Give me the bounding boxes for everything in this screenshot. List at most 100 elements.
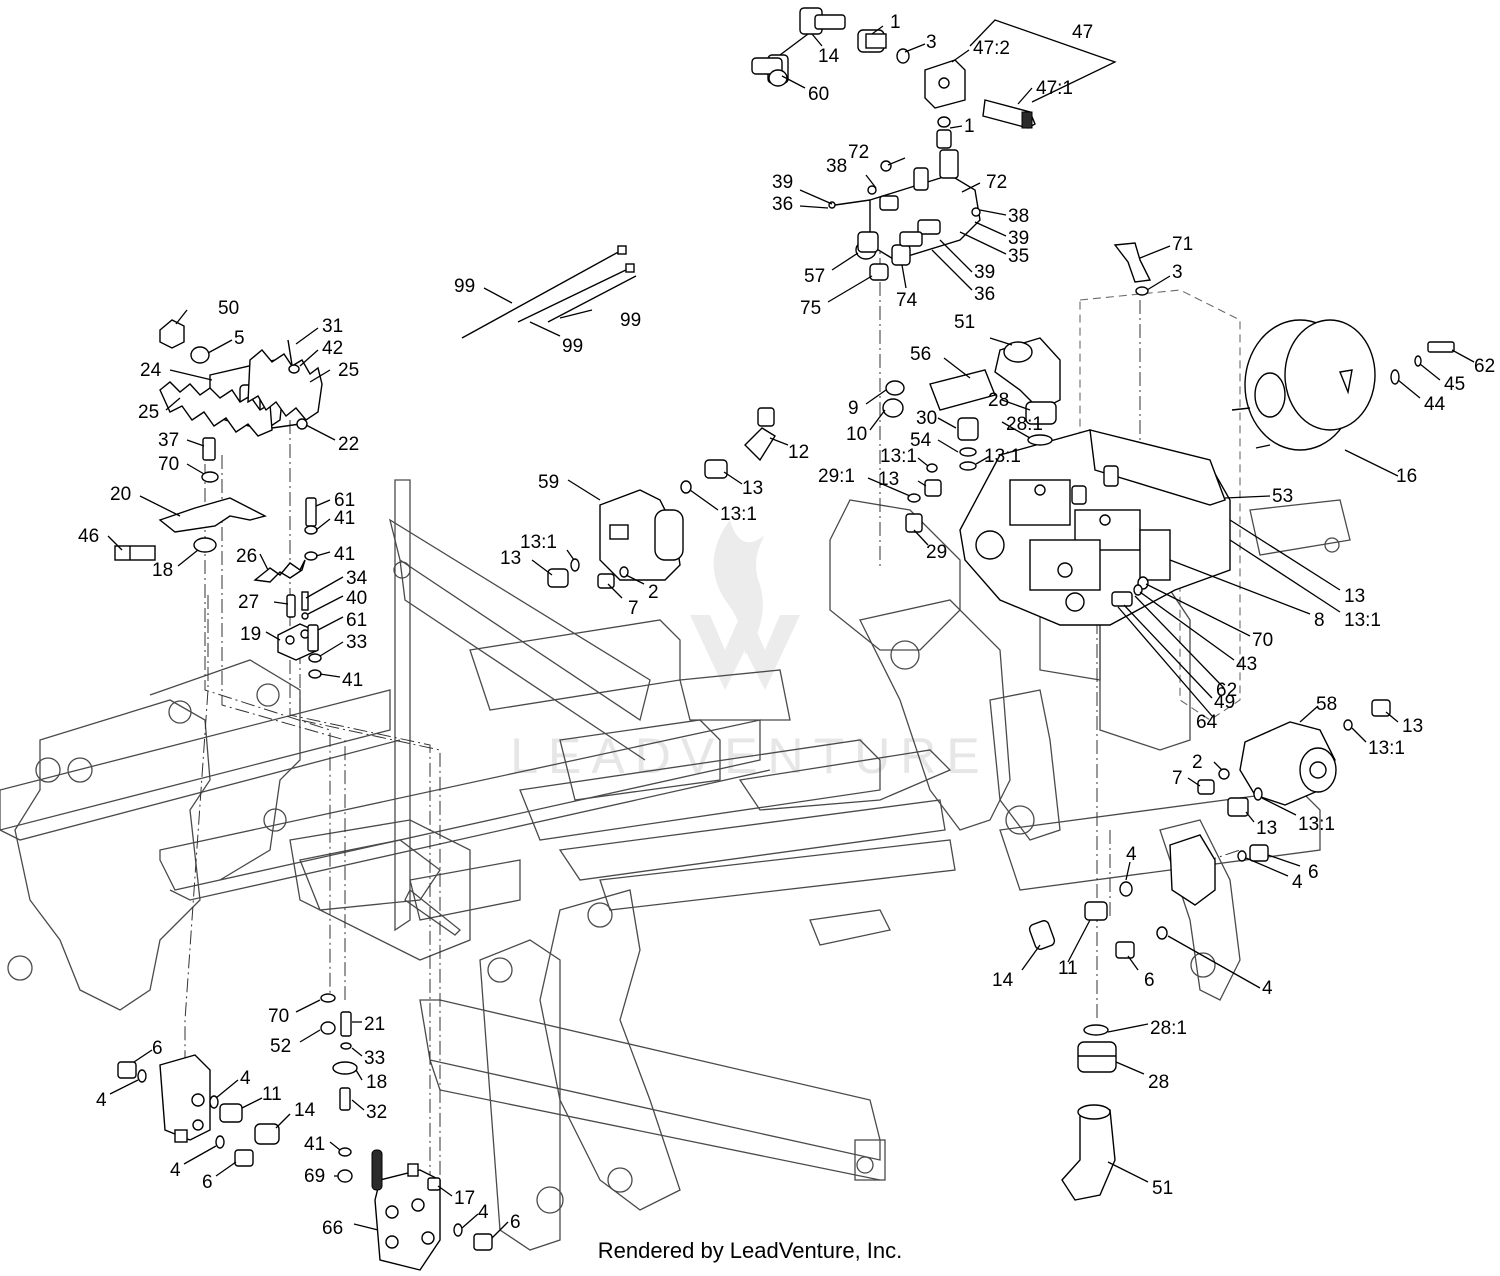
pin-31 [287, 339, 293, 366]
fitting-7-pump58 [1197, 779, 1215, 795]
callout-4: 4 [478, 1202, 489, 1223]
o-ring-2-pump59 [619, 566, 629, 578]
callout-36: 36 [974, 284, 995, 305]
fitting-13-pump58-top [1371, 699, 1391, 717]
callout-35: 35 [1008, 246, 1029, 267]
callout-28-1: 28:1 [1006, 414, 1043, 435]
callout-29-1: 29:1 [818, 466, 855, 487]
fitting-6-right-top [1249, 844, 1269, 862]
callout-33: 33 [346, 632, 367, 653]
o-ring-4-right-top [1237, 850, 1247, 862]
callout-72: 72 [986, 172, 1007, 193]
callout-6: 6 [1144, 970, 1155, 991]
o-ring-13-1-pump-left [926, 463, 938, 473]
washer-45 [1414, 355, 1422, 367]
washer-41-a [304, 525, 318, 535]
gear-pump-59 [599, 489, 684, 581]
callout-18: 18 [152, 560, 173, 581]
o-ring-4-bottom [453, 1223, 463, 1237]
parts [114, 7, 1455, 1271]
callout-41: 41 [334, 544, 355, 565]
callout-38: 38 [1008, 206, 1029, 227]
callout-17: 17 [454, 1188, 475, 1209]
fitting-6-right-lower [1115, 941, 1135, 959]
fitting-75 [869, 263, 889, 281]
callout-31: 31 [322, 316, 343, 337]
cartridge-47-1 [982, 99, 1036, 129]
callout-13-1: 13:1 [984, 446, 1021, 467]
drive-flange-16 [1231, 319, 1376, 451]
callout-74: 74 [896, 290, 918, 311]
nut-69 [337, 1169, 353, 1183]
callout-19: 19 [240, 624, 261, 645]
elbow-51-bottom [1061, 1104, 1116, 1201]
bolt-37 [202, 437, 216, 461]
callout-60: 60 [808, 84, 829, 105]
callout-56: 56 [910, 344, 931, 365]
fitting-13-pump58-side [1227, 797, 1249, 817]
callout-47-2: 47:2 [973, 38, 1010, 59]
fitting-13-pump-left [924, 479, 942, 497]
cable-ties-99 [461, 245, 637, 339]
washer-70-lower [320, 993, 336, 1003]
callout-51: 51 [954, 312, 975, 333]
callout-41: 41 [334, 508, 355, 529]
washer-18-lower [332, 1061, 358, 1075]
fitting-1-top [857, 29, 887, 53]
callout-49: 49 [1214, 692, 1235, 713]
callout-39: 39 [1008, 228, 1029, 249]
callout-4: 4 [1292, 872, 1303, 893]
o-ring-4-right-mid [1119, 881, 1133, 897]
callout-40: 40 [346, 588, 367, 609]
washer-33-top [308, 653, 322, 663]
callout-1: 1 [890, 12, 901, 33]
callout-47-1: 47:1 [1036, 78, 1073, 99]
callout-13: 13 [1402, 716, 1423, 737]
callout-70: 70 [1252, 630, 1273, 651]
callout-44: 44 [1424, 394, 1446, 415]
callout-71: 71 [1172, 234, 1193, 255]
pad-46 [114, 545, 156, 561]
callout-26: 26 [236, 546, 257, 567]
callout-38: 38 [826, 156, 847, 177]
washer-41-b [304, 551, 318, 561]
valve-block-47-2 [924, 59, 966, 109]
bolt-64-49 [1111, 591, 1133, 607]
callout-13-1: 13:1 [1344, 610, 1381, 631]
washer-42 [288, 364, 300, 374]
o-ring-54 [959, 447, 977, 457]
fitting-28-top [1025, 401, 1057, 425]
callout-57: 57 [804, 266, 825, 287]
callout-41: 41 [342, 670, 363, 691]
o-ring-2-pump58 [1218, 768, 1230, 780]
clamp-10 [882, 398, 904, 418]
fitting-6-left-top [117, 1061, 137, 1079]
callout-4: 4 [1126, 844, 1137, 865]
washer-33-lower [340, 1042, 352, 1050]
watermark: LEADVENTURE [510, 520, 980, 784]
callout-70: 70 [158, 454, 179, 475]
callout-13: 13 [1256, 818, 1277, 839]
callout-33: 33 [364, 1048, 385, 1069]
washer-41-c [308, 669, 322, 679]
callout-61: 61 [334, 490, 355, 511]
callout-22: 22 [338, 434, 359, 455]
nut-52 [320, 1021, 336, 1035]
fitting-30 [957, 417, 979, 441]
fitting-1-mid [936, 116, 952, 149]
fitting-13-pump59-side [547, 568, 569, 588]
callout-13: 13 [878, 469, 899, 490]
callout-4: 4 [96, 1090, 107, 1111]
callout-27: 27 [238, 592, 259, 613]
o-ring-28-1-bottom [1083, 1024, 1109, 1036]
callout-41: 41 [304, 1134, 325, 1155]
callout-28: 28 [988, 390, 1009, 411]
elbow-14-left [254, 1123, 280, 1145]
fitting-13-pump-top [1071, 465, 1119, 505]
elbow-14-right [1028, 920, 1056, 950]
callout-18: 18 [366, 1072, 387, 1093]
o-ring-13-1-pump-upper [959, 461, 977, 471]
callout-45: 45 [1444, 374, 1465, 395]
callout-53: 53 [1272, 486, 1293, 507]
